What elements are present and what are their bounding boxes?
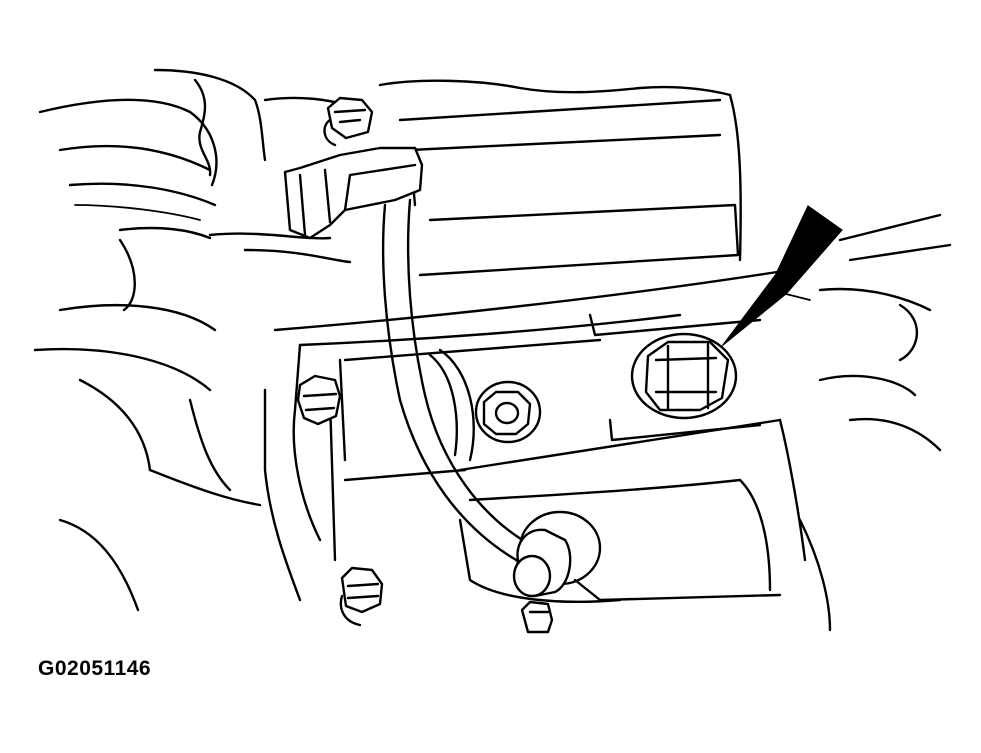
sensor-cable: [381, 198, 542, 567]
bottom-bolt-stub: [520, 600, 554, 634]
center-nut: [474, 380, 542, 444]
right-background-outline: [798, 213, 952, 632]
lower-left-bolt: [339, 566, 384, 627]
engine-block-surfaces: [263, 268, 807, 604]
top-left-bolt: [323, 96, 374, 147]
cable-bracket: [283, 146, 424, 240]
pointer-arrow: [721, 205, 843, 347]
left-flange-bolt: [296, 374, 342, 426]
indicated-hex-bolt: [630, 332, 738, 420]
figure-code-label: G02051146: [38, 657, 152, 680]
engine-background-outline: [33, 68, 267, 612]
sensor-plug: [512, 510, 602, 598]
